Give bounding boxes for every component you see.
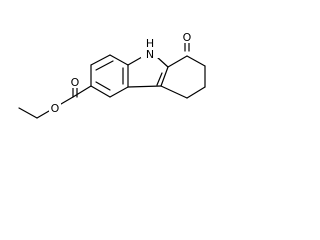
label-background [141,38,159,58]
chemical-structure: H N O O O [18,31,206,119]
label-background [69,76,81,88]
bond [156,56,169,68]
ester-oxygen-label: O [51,102,60,115]
bond [109,54,129,66]
bond [36,110,50,119]
label-background [49,102,61,114]
bond [95,60,114,71]
bond [127,56,143,66]
bond [160,85,188,99]
bond [95,81,111,91]
pyrrole-ring [127,56,169,88]
bond [60,96,74,105]
label-background [181,31,193,43]
benzene-ring [90,54,129,98]
bond [72,85,92,98]
bond [186,86,206,99]
bond [186,55,206,67]
bond [109,86,129,98]
bond [167,55,188,68]
atom-labels: H N O O O [49,31,193,115]
nitrogen-hydrogen-label: H [146,37,154,50]
nitrogen-label: N [146,48,154,61]
bond [156,72,163,86]
bond [160,66,169,87]
ketone-oxygen-label: O [183,31,192,44]
bond [18,107,38,119]
bond [90,54,111,66]
carbonyl-oxygen-label: O [71,76,80,89]
bond [127,85,162,88]
bond [90,85,111,98]
ethyl-ester-group [18,85,92,119]
